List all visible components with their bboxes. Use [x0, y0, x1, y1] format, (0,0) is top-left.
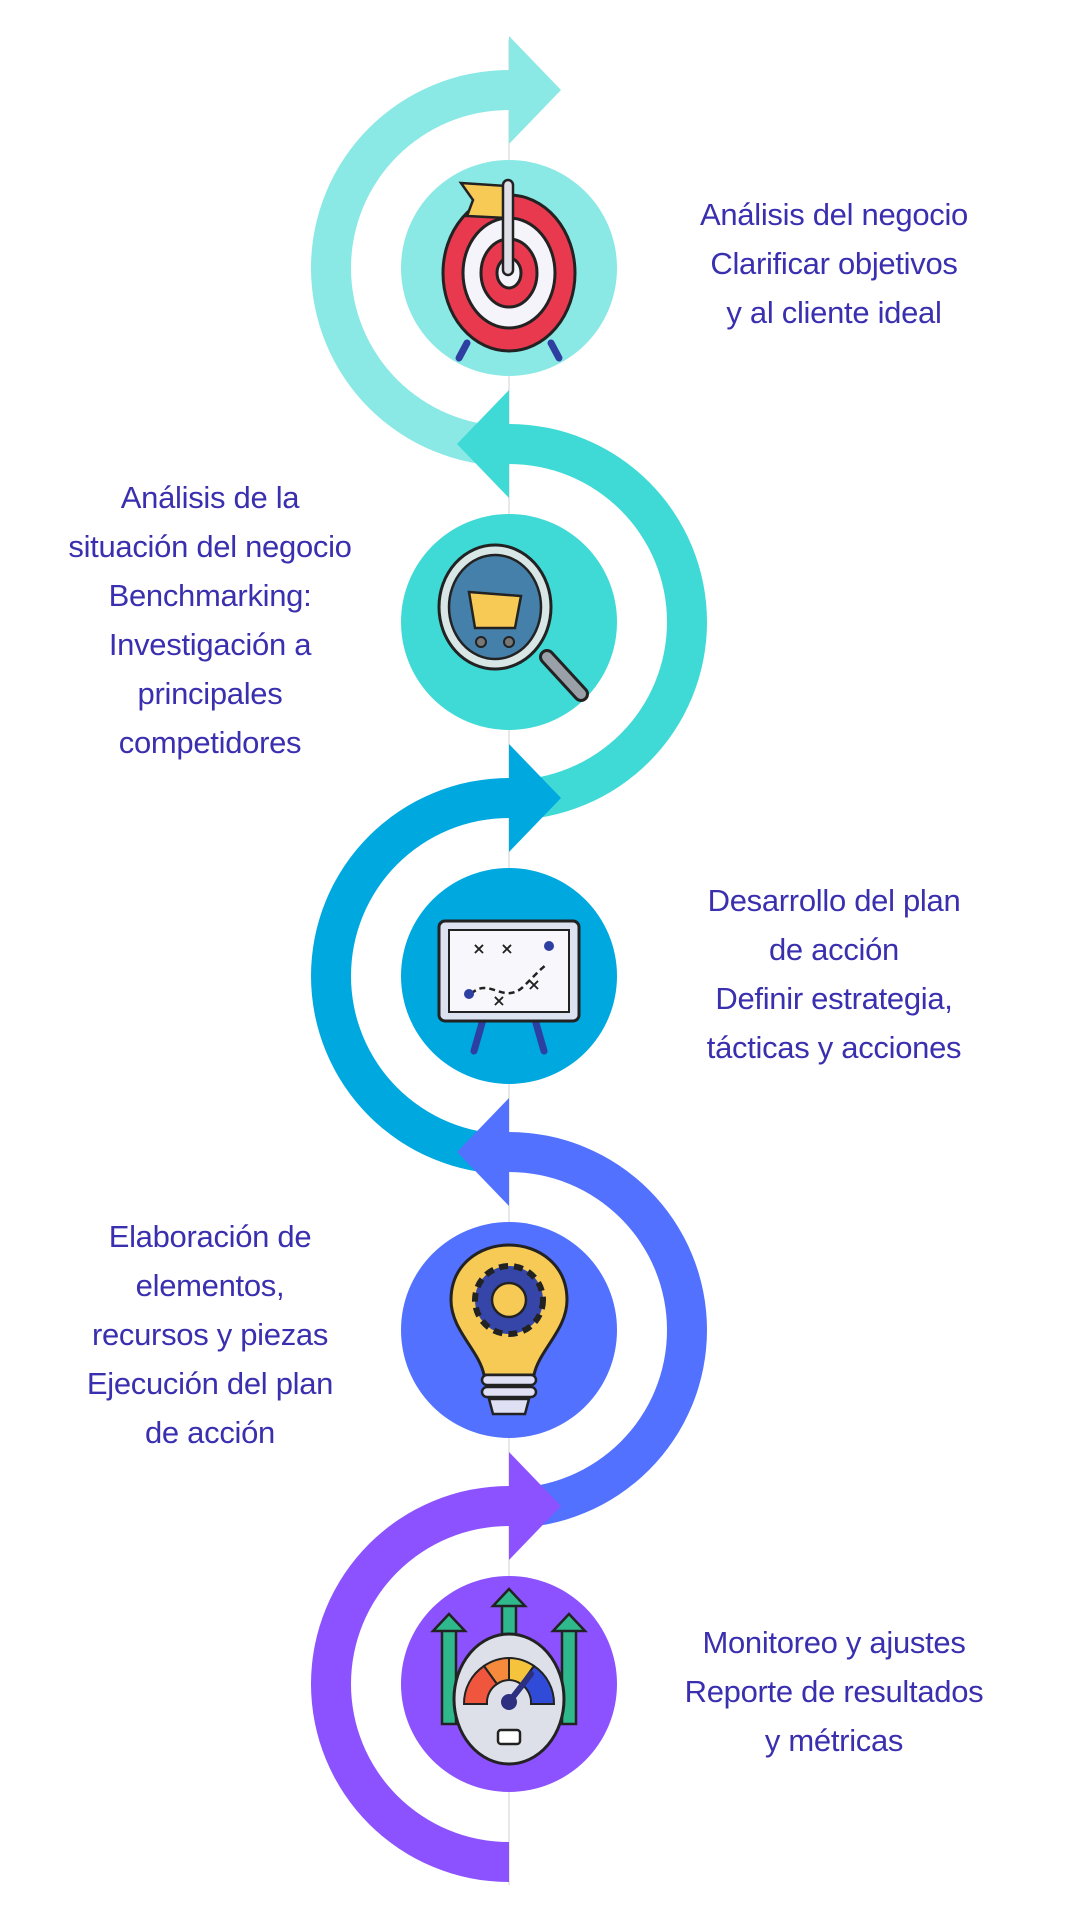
step-5-line: Reporte de resultados [684, 1674, 984, 1709]
cart [467, 590, 523, 630]
up-arrow-head [430, 1612, 468, 1633]
marker [544, 941, 554, 951]
gauge-arrows-icon [430, 1587, 588, 1766]
x-mark: × [492, 991, 505, 1010]
step-2-title: Análisis de la [120, 480, 300, 515]
step-3-ring-arrow [311, 778, 509, 1174]
step-5-title: Monitoreo y ajustes [702, 1625, 966, 1660]
arrowhead-left-icon [457, 390, 509, 498]
step-4-ring-arrow [509, 1132, 707, 1528]
x-mark: × [500, 939, 513, 958]
step-5-line: y métricas [764, 1723, 904, 1758]
step-4-line: Ejecución del plan [86, 1366, 334, 1401]
x-mark: × [472, 939, 485, 958]
needle-pivot [501, 1694, 517, 1710]
target-leg [455, 339, 471, 362]
up-arrow-head [490, 1587, 528, 1608]
wheel [503, 636, 515, 648]
step-2-ring-arrow [509, 424, 707, 820]
step-1-text: Análisis del negocio Clarificar objetivo… [624, 190, 1044, 337]
up-arrow-head [550, 1612, 588, 1633]
magnifier-cart-icon [437, 543, 589, 702]
bulb-base [480, 1373, 538, 1387]
step-2-line: Investigación a [108, 627, 312, 662]
marker [464, 989, 474, 999]
flag [458, 181, 509, 220]
step-3-line: tácticas y acciones [706, 1030, 962, 1065]
arrowhead-right-icon [509, 744, 561, 852]
ring-layer [311, 36, 707, 1882]
dart [501, 178, 515, 277]
step-4-line: de acción [144, 1415, 275, 1450]
step-1-ring-arrow [311, 70, 509, 466]
arrowhead-left-icon [457, 1098, 509, 1206]
gear-hole [490, 1281, 528, 1319]
lightbulb-gear-icon [449, 1243, 569, 1416]
x-mark: × [527, 975, 540, 994]
step-1-line: y al cliente ideal [726, 295, 942, 330]
step-2-line: situación del negocio [68, 529, 352, 564]
step-4-text: Elaboración de elementos, recursos y pie… [0, 1212, 420, 1457]
target-icon [441, 178, 577, 362]
step-4-line: elementos, [135, 1268, 285, 1303]
wheel [475, 636, 487, 648]
step-2-line: competidores [118, 725, 302, 760]
step-5-ring-arrow [311, 1486, 509, 1882]
strategy-board-icon: × × × × [437, 919, 581, 1055]
step-3-line: de acción [768, 932, 899, 967]
arrowhead-right-icon [509, 36, 561, 144]
play-path [470, 963, 548, 995]
step-1-line: Clarificar objetivos [710, 246, 958, 281]
step-4-title: Elaboración de [108, 1219, 312, 1254]
step-2-text: Análisis de la situación del negocio Ben… [0, 473, 420, 767]
bulb-base [480, 1385, 538, 1399]
step-2-line: Benchmarking: [108, 578, 312, 613]
step-1-title: Análisis del negocio [699, 197, 968, 232]
target-leg [547, 339, 563, 362]
step-4-line: recursos y piezas [91, 1317, 329, 1352]
arrowhead-right-icon [509, 1452, 561, 1560]
bulb-tip [487, 1397, 531, 1416]
step-3-title: Desarrollo del plan [707, 883, 961, 918]
handle [542, 652, 586, 699]
step-3-line: Definir estrategia, [715, 981, 953, 1016]
step-5-text: Monitoreo y ajustes Reporte de resultado… [624, 1618, 1044, 1765]
step-3-text: Desarrollo del plan de acción Definir es… [624, 876, 1044, 1072]
step-2-line: principales [137, 676, 283, 711]
gauge-display [496, 1728, 522, 1746]
